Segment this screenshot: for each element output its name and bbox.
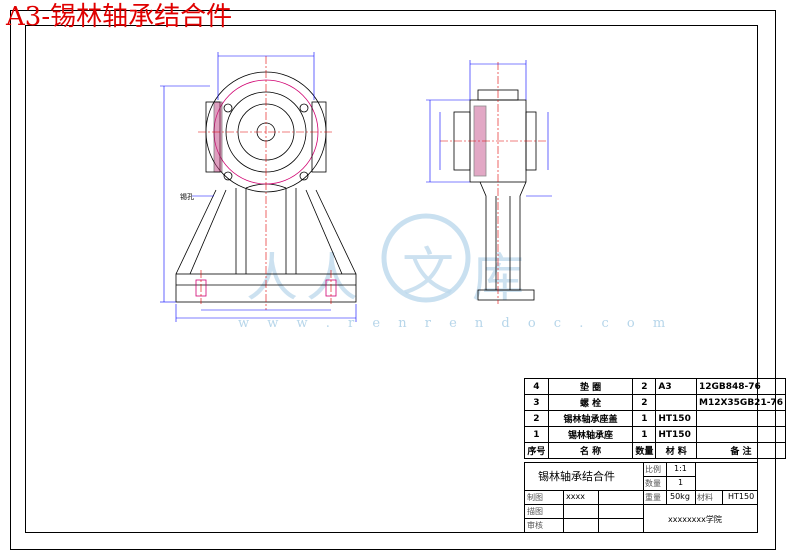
check-label: 描图 [527, 507, 543, 516]
bom-header-material: 材 料 [655, 442, 697, 459]
bom-qty: 2 [632, 378, 657, 395]
bom-no: 2 [524, 410, 549, 427]
side-centerlines [440, 62, 548, 304]
bom-note: 12GB848-76 [695, 378, 786, 395]
front-label: 锡孔 [180, 192, 194, 201]
table-row: 3 螺 栓 2 M12X35GB21-76 [524, 394, 786, 411]
front-dimensions [160, 52, 357, 322]
bom-material: A3 [655, 378, 697, 395]
bom-qty: 2 [632, 394, 657, 411]
weight-label: 重量 [645, 493, 661, 502]
bom-name: 锡林轴承座 [547, 426, 634, 443]
outer-frame [10, 10, 776, 550]
bom-name: 锡林轴承座盖 [547, 410, 634, 427]
bom-header-note: 备 注 [695, 442, 786, 459]
bom-qty: 1 [632, 410, 657, 427]
bom-header-no: 序号 [524, 442, 549, 459]
watermark-url: w w w . r e n r e n d o c . c o m [238, 316, 673, 331]
bom-no: 1 [524, 426, 549, 443]
front-centerlines [198, 56, 334, 310]
watermark-char: 人 [306, 249, 359, 309]
qty-value: 1 [678, 478, 684, 487]
bom-material: HT150 [655, 410, 697, 427]
title-block: 锡林轴承结合件 比例 1:1 数量 1 制图 xxxx 重量 50kg 材料 H… [524, 462, 758, 533]
weight-value: 50kg [670, 492, 690, 501]
watermark-ring [381, 213, 471, 303]
bom-name: 垫 圈 [547, 378, 634, 395]
drawn-value: xxxx [566, 492, 585, 501]
material-label: 材料 [697, 493, 713, 502]
bom-no: 4 [524, 378, 549, 395]
material-value: HT150 [728, 492, 755, 501]
bom-qty: 1 [632, 426, 657, 443]
page-title: A3-锡林轴承结合件 [6, 2, 233, 32]
review-label: 审核 [527, 521, 543, 530]
qty-label: 数量 [645, 479, 661, 488]
bom-material: HT150 [655, 426, 697, 443]
table-row: 1 锡林轴承座 1 HT150 [524, 426, 786, 443]
bom-table: 4 垫 圈 2 A3 12GB848-76 3 螺 栓 2 M12X35GB21… [524, 378, 786, 459]
bom-note [695, 426, 786, 443]
school-name: xxxxxxxx学院 [668, 515, 722, 524]
bom-no: 3 [524, 394, 549, 411]
bom-header-name: 名 称 [547, 442, 634, 459]
side-dimensions [426, 60, 552, 197]
bom-header-qty: 数量 [632, 442, 657, 459]
bom-name: 螺 栓 [547, 394, 634, 411]
table-row: 4 垫 圈 2 A3 12GB848-76 [524, 378, 786, 395]
drawn-label: 制图 [527, 493, 543, 502]
bom-header-row: 序号 名 称 数量 材 料 备 注 [524, 442, 786, 459]
inner-frame [25, 25, 758, 533]
watermark-char: 人 [246, 249, 299, 309]
scale-value: 1:1 [674, 464, 687, 473]
bom-material [655, 394, 697, 411]
table-row: 2 锡林轴承座盖 1 HT150 [524, 410, 786, 427]
scale-label: 比例 [645, 465, 661, 474]
bom-note [695, 410, 786, 427]
bom-note: M12X35GB21-76 [695, 394, 786, 411]
title-block-name: 锡林轴承结合件 [538, 470, 615, 483]
